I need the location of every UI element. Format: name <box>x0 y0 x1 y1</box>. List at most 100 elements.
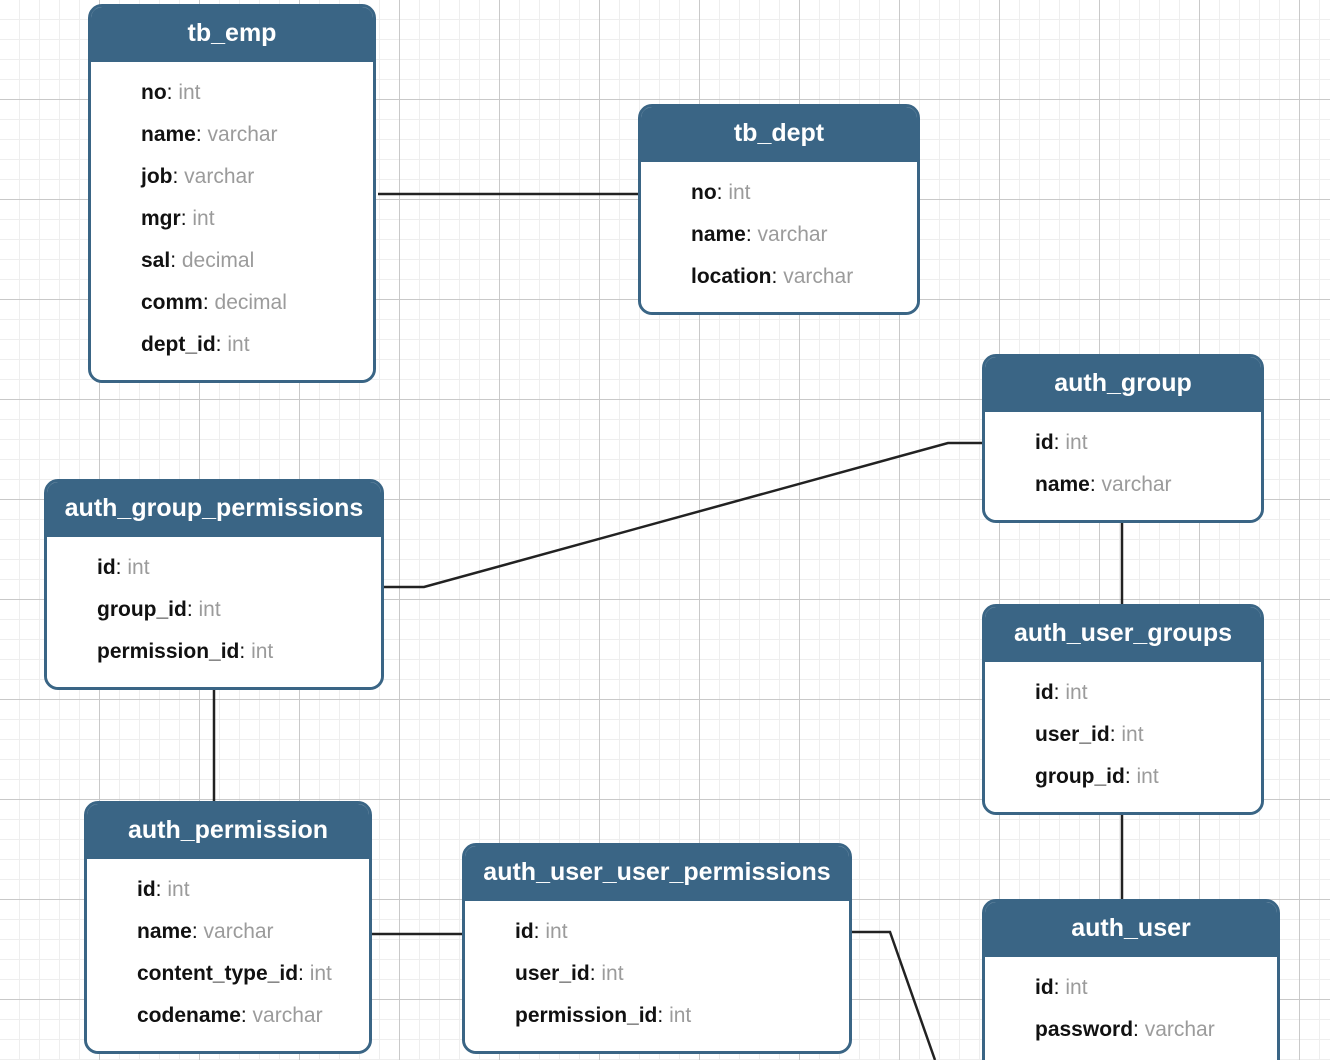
field-row: group_id: int <box>985 756 1261 798</box>
field-name: group_id <box>1035 765 1125 788</box>
field-type: varchar <box>207 123 278 146</box>
field-separator: : <box>239 640 252 663</box>
field-type: int <box>1065 681 1088 704</box>
field-separator: : <box>298 962 310 985</box>
field-row: content_type_id: int <box>87 953 369 995</box>
entity-tb_emp[interactable]: tb_emp no: int name: varchar job: varcha… <box>88 4 376 383</box>
field-row: location: varchar <box>641 256 917 298</box>
field-separator: : <box>215 333 228 356</box>
field-separator: : <box>195 123 208 146</box>
entity-auth_user_groups[interactable]: auth_user_groups id: int user_id: int gr… <box>982 604 1264 815</box>
field-name: id <box>97 556 116 579</box>
field-name: dept_id <box>141 333 216 356</box>
field-name: permission_id <box>515 1004 658 1027</box>
field-name: location <box>691 265 772 288</box>
field-type: varchar <box>203 920 274 943</box>
field-row: name: varchar <box>87 911 369 953</box>
entity-auth_user[interactable]: auth_user id: int password: varchar last… <box>982 899 1280 1060</box>
field-separator: : <box>166 81 179 104</box>
entity-fields: no: int name: varchar location: varchar <box>641 162 917 312</box>
field-row: id: int <box>985 967 1277 1009</box>
field-row: sal: decimal <box>91 240 373 282</box>
entity-fields: id: int group_id: int permission_id: int <box>47 537 381 687</box>
field-row: comm: decimal <box>91 282 373 324</box>
field-type: int <box>178 81 201 104</box>
field-row: last_login: datetime <box>985 1051 1277 1060</box>
field-type: varchar <box>783 265 854 288</box>
field-type: varchar <box>252 1004 323 1027</box>
entity-title: auth_permission <box>87 804 369 859</box>
field-row: permission_id: int <box>47 631 381 673</box>
entity-tb_dept[interactable]: tb_dept no: int name: varchar location: … <box>638 104 920 315</box>
field-type: varchar <box>1101 473 1172 496</box>
field-name: password <box>1035 1018 1134 1041</box>
field-separator: : <box>1089 473 1102 496</box>
field-separator: : <box>1053 976 1066 999</box>
field-separator: : <box>155 878 168 901</box>
field-separator: : <box>657 1004 670 1027</box>
field-row: group_id: int <box>47 589 381 631</box>
field-name: job <box>141 165 173 188</box>
field-name: id <box>1035 431 1054 454</box>
field-type: int <box>1065 976 1088 999</box>
field-type: int <box>1065 431 1088 454</box>
field-row: name: varchar <box>641 214 917 256</box>
field-separator: : <box>170 249 182 272</box>
field-row: id: int <box>985 672 1261 714</box>
field-separator: : <box>202 291 215 314</box>
field-type: int <box>728 181 751 204</box>
field-name: user_id <box>1035 723 1110 746</box>
entity-fields: id: int user_id: int group_id: int <box>985 662 1261 812</box>
field-type: int <box>601 962 624 985</box>
field-name: mgr <box>141 207 181 230</box>
field-type: int <box>127 556 150 579</box>
field-row: password: varchar <box>985 1009 1277 1051</box>
field-type: varchar <box>184 165 255 188</box>
field-row: user_id: int <box>985 714 1261 756</box>
field-name: id <box>137 878 156 901</box>
field-separator: : <box>186 598 199 621</box>
entity-fields: id: int user_id: int permission_id: int <box>465 901 849 1051</box>
entity-auth_permission[interactable]: auth_permission id: int name: varchar co… <box>84 801 372 1054</box>
field-name: comm <box>141 291 203 314</box>
field-name: permission_id <box>97 640 240 663</box>
field-name: id <box>1035 681 1054 704</box>
entity-fields: id: int name: varchar content_type_id: i… <box>87 859 369 1051</box>
entity-fields: no: int name: varchar job: varchar mgr: … <box>91 62 373 380</box>
field-row: id: int <box>985 422 1261 464</box>
field-name: content_type_id <box>137 962 299 985</box>
field-separator: : <box>115 556 128 579</box>
field-type: int <box>192 207 215 230</box>
field-name: no <box>691 181 717 204</box>
field-row: name: varchar <box>985 464 1261 506</box>
field-row: no: int <box>91 72 373 114</box>
field-separator: : <box>589 962 602 985</box>
field-row: name: varchar <box>91 114 373 156</box>
link-auth_user_user_permissions-auth_user <box>850 930 937 1060</box>
field-type: int <box>198 598 221 621</box>
field-type: int <box>227 333 250 356</box>
field-row: user_id: int <box>465 953 849 995</box>
entity-auth_group[interactable]: auth_group id: int name: varchar <box>982 354 1264 523</box>
field-name: name <box>691 223 746 246</box>
field-separator: : <box>533 920 546 943</box>
field-separator: : <box>1053 431 1066 454</box>
entity-auth_group_permissions[interactable]: auth_group_permissions id: int group_id:… <box>44 479 384 690</box>
field-row: id: int <box>87 869 369 911</box>
field-type: decimal <box>181 249 255 272</box>
field-name: codename <box>137 1004 241 1027</box>
entity-title: auth_group <box>985 357 1261 412</box>
field-separator: : <box>180 207 193 230</box>
field-separator: : <box>1053 681 1066 704</box>
field-type: int <box>251 640 274 663</box>
field-row: job: varchar <box>91 156 373 198</box>
field-type: varchar <box>757 223 828 246</box>
entity-auth_user_user_permissions[interactable]: auth_user_user_permissions id: int user_… <box>462 843 852 1054</box>
entity-title: auth_user <box>985 902 1277 957</box>
entity-fields: id: int name: varchar <box>985 412 1261 520</box>
field-row: codename: varchar <box>87 995 369 1037</box>
field-type: int <box>1121 723 1144 746</box>
field-name: sal <box>141 249 171 272</box>
entity-title: auth_user_user_permissions <box>465 846 849 901</box>
